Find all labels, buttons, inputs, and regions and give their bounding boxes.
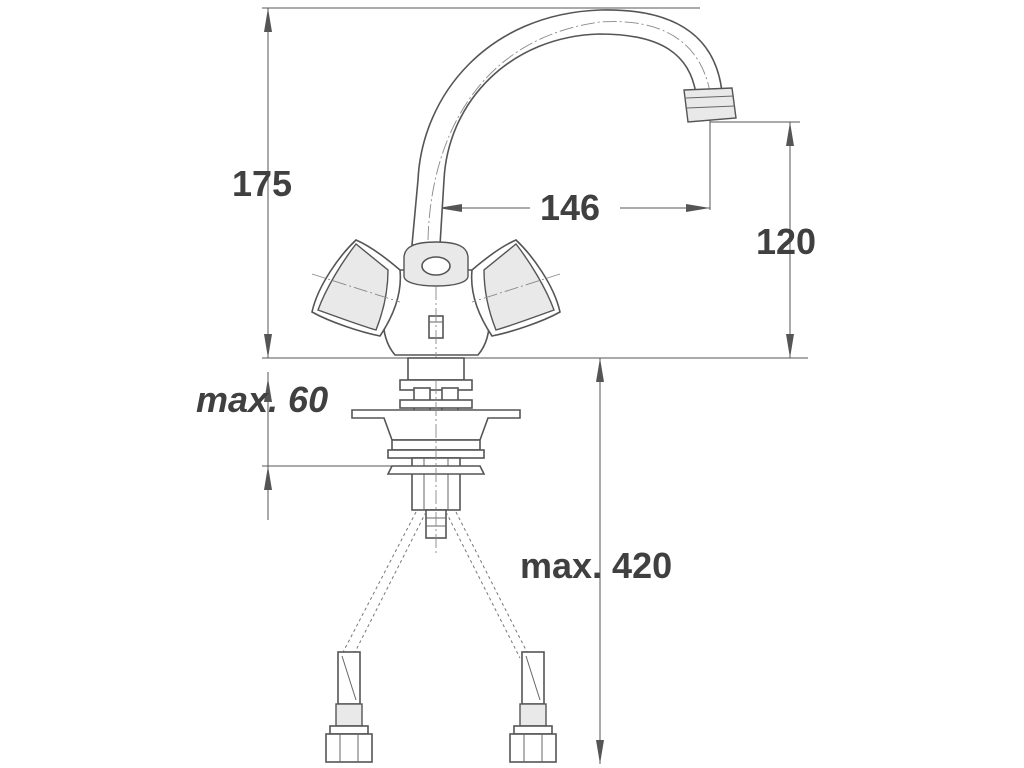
dimension-lines: [262, 7, 808, 764]
aerator: [683, 87, 737, 123]
mounting-assembly: [351, 357, 521, 556]
spout-reach-label: 146: [540, 187, 600, 228]
spout: [411, 9, 737, 246]
right-hose: [445, 511, 557, 763]
total-height-label: 175: [232, 163, 292, 204]
max-mounting-thickness-label: max. 60: [196, 379, 328, 420]
spout-height-label: 120: [756, 221, 816, 262]
left-handle: [311, 239, 402, 337]
right-handle: [470, 239, 561, 337]
max-hose-length-label: max. 420: [520, 545, 672, 586]
left-hose: [325, 511, 427, 763]
